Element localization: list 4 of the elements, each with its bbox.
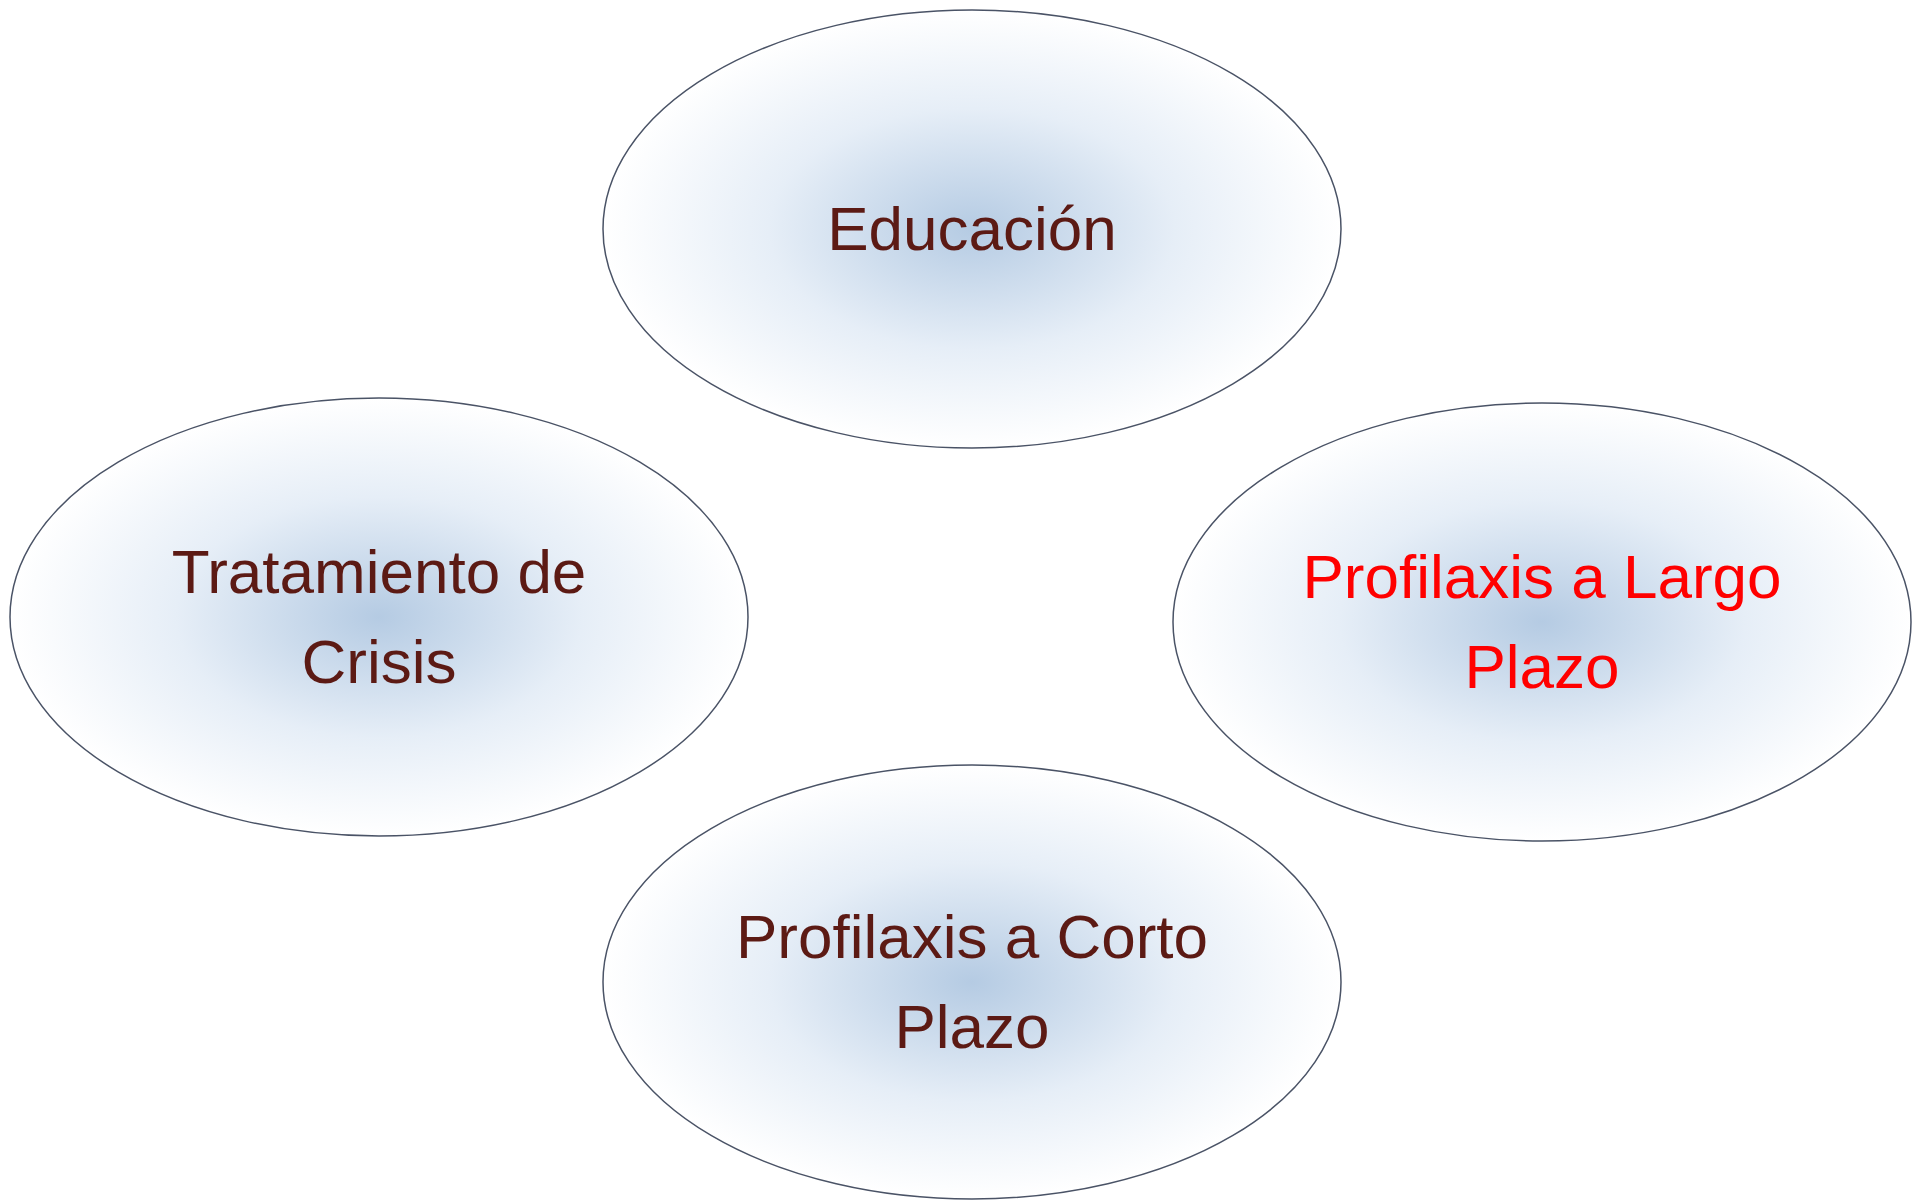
ellipse-label: Profilaxis a Corto Plazo [734,901,1210,1063]
ellipse-label: Educación [826,193,1118,266]
ellipse-label: Profilaxis a Largo Plazo [1301,541,1783,703]
ellipse-label: Tratamiento de Crisis [170,536,588,698]
